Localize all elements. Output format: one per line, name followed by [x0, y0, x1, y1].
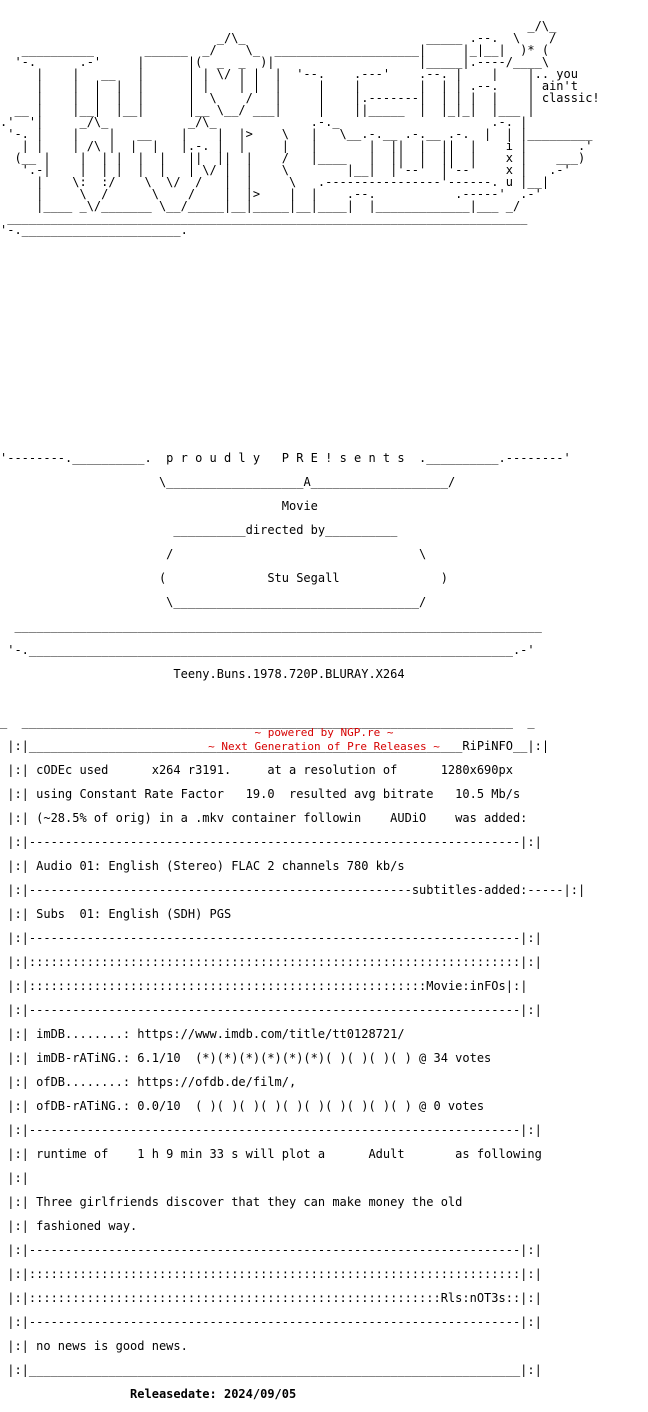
ofdb-rating-line: |:| ofDB-rATiNG.: 0.0/10 ( )( )( )( )( )…: [0, 1099, 485, 1113]
audio-line: |:| Audio 01: English (Stereo) FLAC 2 ch…: [0, 859, 405, 873]
runtime-line: |:| runtime of 1 h 9 min 33 s will plot …: [0, 1147, 542, 1161]
audio-track: Audio 01: English (Stereo) FLAC 2 channe…: [36, 859, 405, 873]
nfo-document-main: '--------.__________. p r o u d l y P R …: [0, 8, 648, 1412]
release-date-line: Releasedate: 2024/09/05: [0, 1388, 648, 1400]
imdb-rating: imDB-rATiNG.: 6.1/10 (*)(*)(*)(*)(*)(*)(…: [36, 1051, 492, 1065]
colon-divider: |:|:::::::::::::::::::::::::::::::::::::…: [0, 1267, 542, 1281]
divider-line: |:|-------------------------------------…: [0, 1123, 542, 1137]
ofdb-rating: ofDB-rATiNG.: 0.0/10 ( )( )( )( )( )( )(…: [36, 1099, 485, 1113]
footer-tagline: ~ Next Generation of Pre Releases ~: [208, 740, 440, 753]
credits-a-line: \___________________A___________________…: [0, 475, 456, 489]
divider-line: |:|-------------------------------------…: [0, 1315, 542, 1329]
ofdb-line: |:| ofDB........: https://ofdb.de/film/,: [0, 1075, 297, 1089]
tech-line-2: |:| using Constant Rate Factor 19.0 resu…: [0, 787, 521, 801]
notes-text: no news is good news.: [36, 1339, 188, 1353]
ripinfo-label: RiPiNFO: [462, 739, 513, 753]
ripinfo-header-line: |:|_____________________________________…: [0, 739, 550, 753]
subs-line: |:| Subs 01: English (SDH) PGS: [0, 907, 232, 921]
release-name-line: Teeny.Buns.1978.720P.BLURAY.X264: [0, 668, 648, 680]
divider-line: |:|-------------------------------------…: [0, 1003, 542, 1017]
plot-text-1: Three girlfriends discover that they can…: [36, 1195, 463, 1209]
release-divider-line: ________________________________________…: [0, 619, 542, 633]
colon-divider: |:|:::::::::::::::::::::::::::::::::::::…: [0, 955, 542, 969]
movieinfo-header-line: |:|:::::::::::::::::::::::::::::::::::::…: [0, 979, 528, 993]
credits-directed-line: __________directed by__________: [0, 523, 398, 537]
imdb-rating-line: |:| imDB-rATiNG.: 6.1/10 (*)(*)(*)(*)(*)…: [0, 1051, 492, 1065]
plot-line-2: |:| fashioned way.: [0, 1219, 138, 1233]
footer: ~ powered by NGP.re ~ ~ Next Generation …: [0, 726, 648, 754]
release-name: Teeny.Buns.1978.720P.BLURAY.X264: [173, 667, 405, 681]
plot-line-1: |:| Three girlfriends discover that they…: [0, 1195, 463, 1209]
footer-powered: ~ powered by NGP.re ~: [254, 726, 394, 739]
credits-movie: Movie: [281, 499, 318, 513]
rlsnotes-header-line: |:|:::::::::::::::::::::::::::::::::::::…: [0, 1291, 542, 1305]
proudly-presents: p r o u d l y P R E ! s e n t s: [166, 451, 405, 465]
runtime-text: runtime of 1 h 9 min 33 s will plot a Ad…: [36, 1147, 542, 1161]
credits-director-line: ( Stu Segall ): [0, 571, 448, 585]
subs-track: Subs 01: English (SDH) PGS: [36, 907, 232, 921]
imdb-link: imDB........: https://www.imdb.com/title…: [36, 1027, 405, 1041]
ascii-logo-art: _/\_ _/\_ _____ .--. \ / __________ ____…: [0, 19, 600, 237]
subtitles-header-line: |:|-------------------------------------…: [0, 883, 586, 897]
divider-line: |:|-------------------------------------…: [0, 931, 542, 945]
divider-line: |:|-------------------------------------…: [0, 1243, 542, 1257]
movieinfo-label: Movie:inFOs: [426, 979, 506, 993]
ofdb-link: ofDB........: https://ofdb.de/film/,: [36, 1075, 297, 1089]
release-divider-line-2: '-._____________________________________…: [0, 643, 535, 657]
credits-director: Stu Segall: [267, 571, 340, 585]
rlsnotes-label: Rls:nOT3s: [440, 1291, 506, 1305]
box-top-line: / \: [0, 547, 427, 561]
release-date: Releasedate: 2024/09/05: [130, 1387, 297, 1401]
frame-top-line: _ ______________________________________…: [0, 715, 535, 729]
credits-proudly-line: '--------.__________. p r o u d l y P R …: [0, 451, 571, 465]
credits-a: A: [303, 475, 311, 489]
credits-directed-by: directed by: [245, 523, 326, 537]
credits-movie-line: Movie: [0, 500, 648, 512]
tech-line-3: |:| (~28.5% of orig) in a .mkv container…: [0, 811, 528, 825]
divider-line: |:|-------------------------------------…: [0, 835, 542, 849]
box-bottom-line: \__________________________________/: [0, 595, 427, 609]
nfo-document: _/\_ _/\_ _____ .--. \ / __________ ____…: [0, 8, 648, 272]
tech-line-1: |:| cODEc used x264 r3191. at a resoluti…: [0, 763, 513, 777]
imdb-line: |:| imDB........: https://www.imdb.com/t…: [0, 1027, 405, 1041]
notes-line: |:| no news is good news.: [0, 1339, 188, 1353]
plot-text-2: fashioned way.: [36, 1219, 138, 1233]
frame-bottom-line: |:|_____________________________________…: [0, 1363, 542, 1377]
